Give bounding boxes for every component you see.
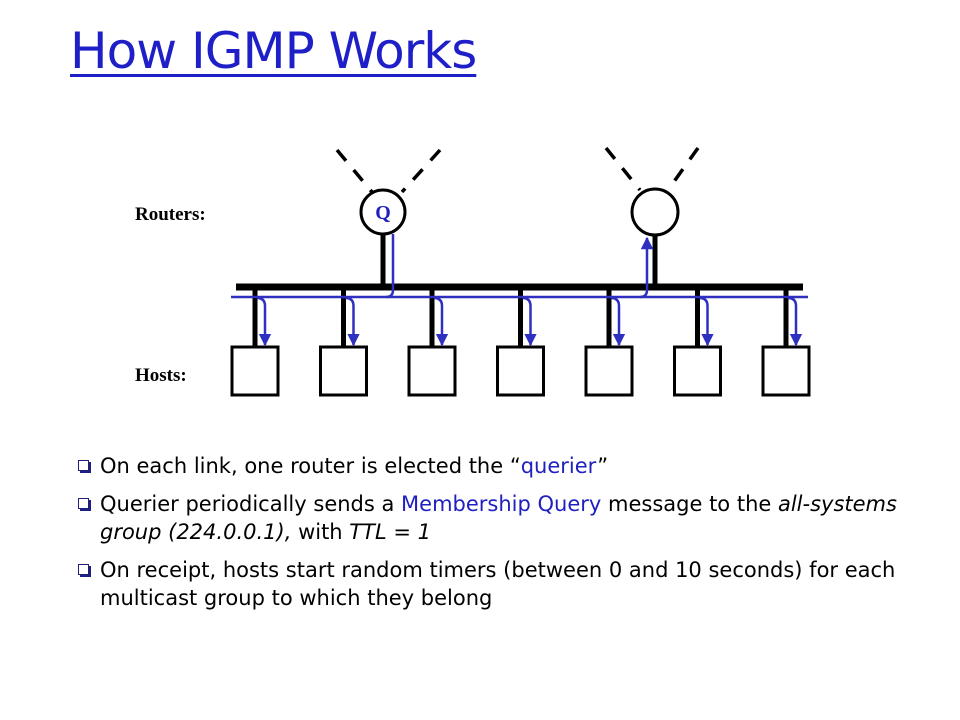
hosts-group: [230, 288, 811, 397]
query-arrow-host-4: [522, 296, 537, 347]
query-arrow-host-7: [787, 296, 803, 347]
query-arrow-host-6: [699, 296, 714, 347]
router-querier: Q: [359, 188, 407, 236]
query-arrow-router-2: [639, 236, 654, 299]
querier-mark: Q: [375, 202, 391, 224]
query-arrow-host-2: [345, 296, 360, 347]
routers-label: Routers:: [135, 204, 206, 225]
bullet-text: querier: [520, 454, 598, 478]
bullet-item: Querier periodically sends a Membership …: [78, 490, 898, 546]
bullet-text: On each link, one router is elected the …: [100, 454, 521, 478]
bullet-box-icon: [78, 564, 89, 575]
host-3: [407, 345, 457, 397]
query-from-querier: [385, 234, 395, 299]
host-7: [761, 345, 811, 397]
host-4: [496, 345, 545, 397]
host-5: [584, 345, 634, 397]
bullet-box-icon: [78, 460, 89, 471]
router-2-circle: [630, 187, 680, 237]
bullet-box-icon: [78, 498, 89, 509]
query-arrow-host-3: [433, 296, 449, 347]
bullet-item: On receipt, hosts start random timers (b…: [78, 556, 898, 612]
host-1: [230, 345, 280, 397]
host-6: [673, 345, 722, 397]
bullet-text: message to the: [601, 492, 778, 516]
membership-query-path: [231, 234, 808, 347]
igmp-network-diagram: Routers: Hosts: Q: [135, 146, 811, 397]
bullet-text: Querier periodically sends a: [100, 492, 402, 516]
router-2: [630, 187, 680, 237]
query-arrow-host-1: [256, 296, 272, 347]
bullet-text: with: [291, 520, 350, 544]
bullet-text: all-systems group (224.0.0.1),: [100, 492, 897, 544]
router2-upstream-links: [604, 146, 700, 192]
slide-title: How IGMP Works: [70, 22, 477, 80]
bullet-text: Membership Query: [401, 492, 602, 516]
router1-upstream-links: [335, 148, 442, 194]
bullet-text: TTL = 1: [349, 520, 431, 544]
bullet-text: On receipt, hosts start random timers (b…: [100, 558, 896, 610]
query-arrow-host-5: [610, 296, 626, 347]
bullet-list: On each link, one router is elected the …: [78, 452, 898, 622]
bullet-text: ”: [597, 454, 609, 478]
host-2: [319, 345, 368, 397]
bullet-item: On each link, one router is elected the …: [78, 452, 898, 480]
hosts-label: Hosts:: [135, 365, 187, 386]
